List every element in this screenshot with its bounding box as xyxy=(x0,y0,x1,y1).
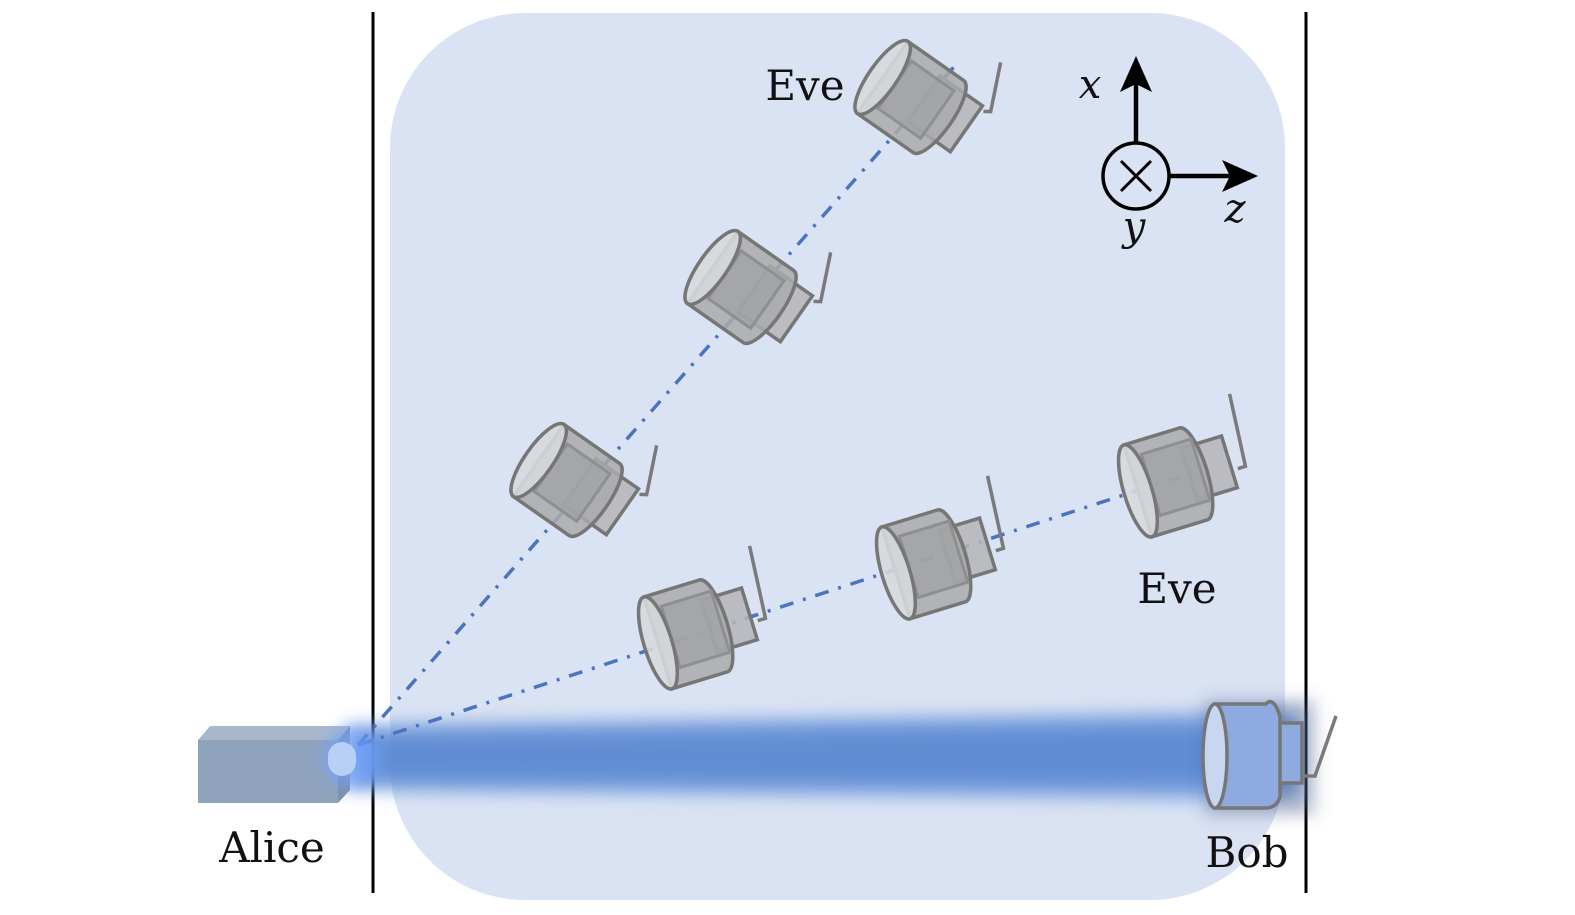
ray-to-eve-top xyxy=(356,58,962,747)
bob-receiver xyxy=(1201,699,1338,815)
eve-camera-path1-2 xyxy=(683,228,833,346)
camera-icon xyxy=(509,421,659,539)
eve-camera-path2-1 xyxy=(636,545,768,691)
bob-lens xyxy=(1201,702,1229,810)
camera-icon xyxy=(636,545,768,691)
alice-label: Alice xyxy=(218,823,325,872)
eve-camera-path1-1 xyxy=(509,421,659,539)
coordinate-axes xyxy=(1101,56,1258,211)
z-axis-label: z xyxy=(1223,186,1246,232)
channel-region xyxy=(390,13,1285,900)
bob-antenna-icon xyxy=(1304,715,1338,778)
eve-label-top: Eve xyxy=(765,61,844,110)
alice-transmitter xyxy=(198,726,382,803)
cross-mark xyxy=(1119,159,1153,193)
y-axis-label: y xyxy=(1121,204,1147,250)
camera-icon xyxy=(853,38,1003,156)
camera-icon xyxy=(683,228,833,346)
y-axis-into-page-icon xyxy=(1101,141,1171,211)
camera-icon xyxy=(1116,393,1248,539)
eve-label-right: Eve xyxy=(1137,564,1216,613)
eve-camera-path2-2 xyxy=(874,475,1006,621)
main-beam xyxy=(345,712,1300,800)
bob-label: Bob xyxy=(1205,828,1288,877)
eve-camera-path2-3 xyxy=(1116,393,1248,539)
eve-camera-path1-3 xyxy=(853,38,1003,156)
camera-icon xyxy=(874,475,1006,621)
x-axis-label: x xyxy=(1079,62,1102,108)
x-arrowhead-icon xyxy=(1120,56,1152,92)
z-arrowhead-icon xyxy=(1222,160,1258,192)
